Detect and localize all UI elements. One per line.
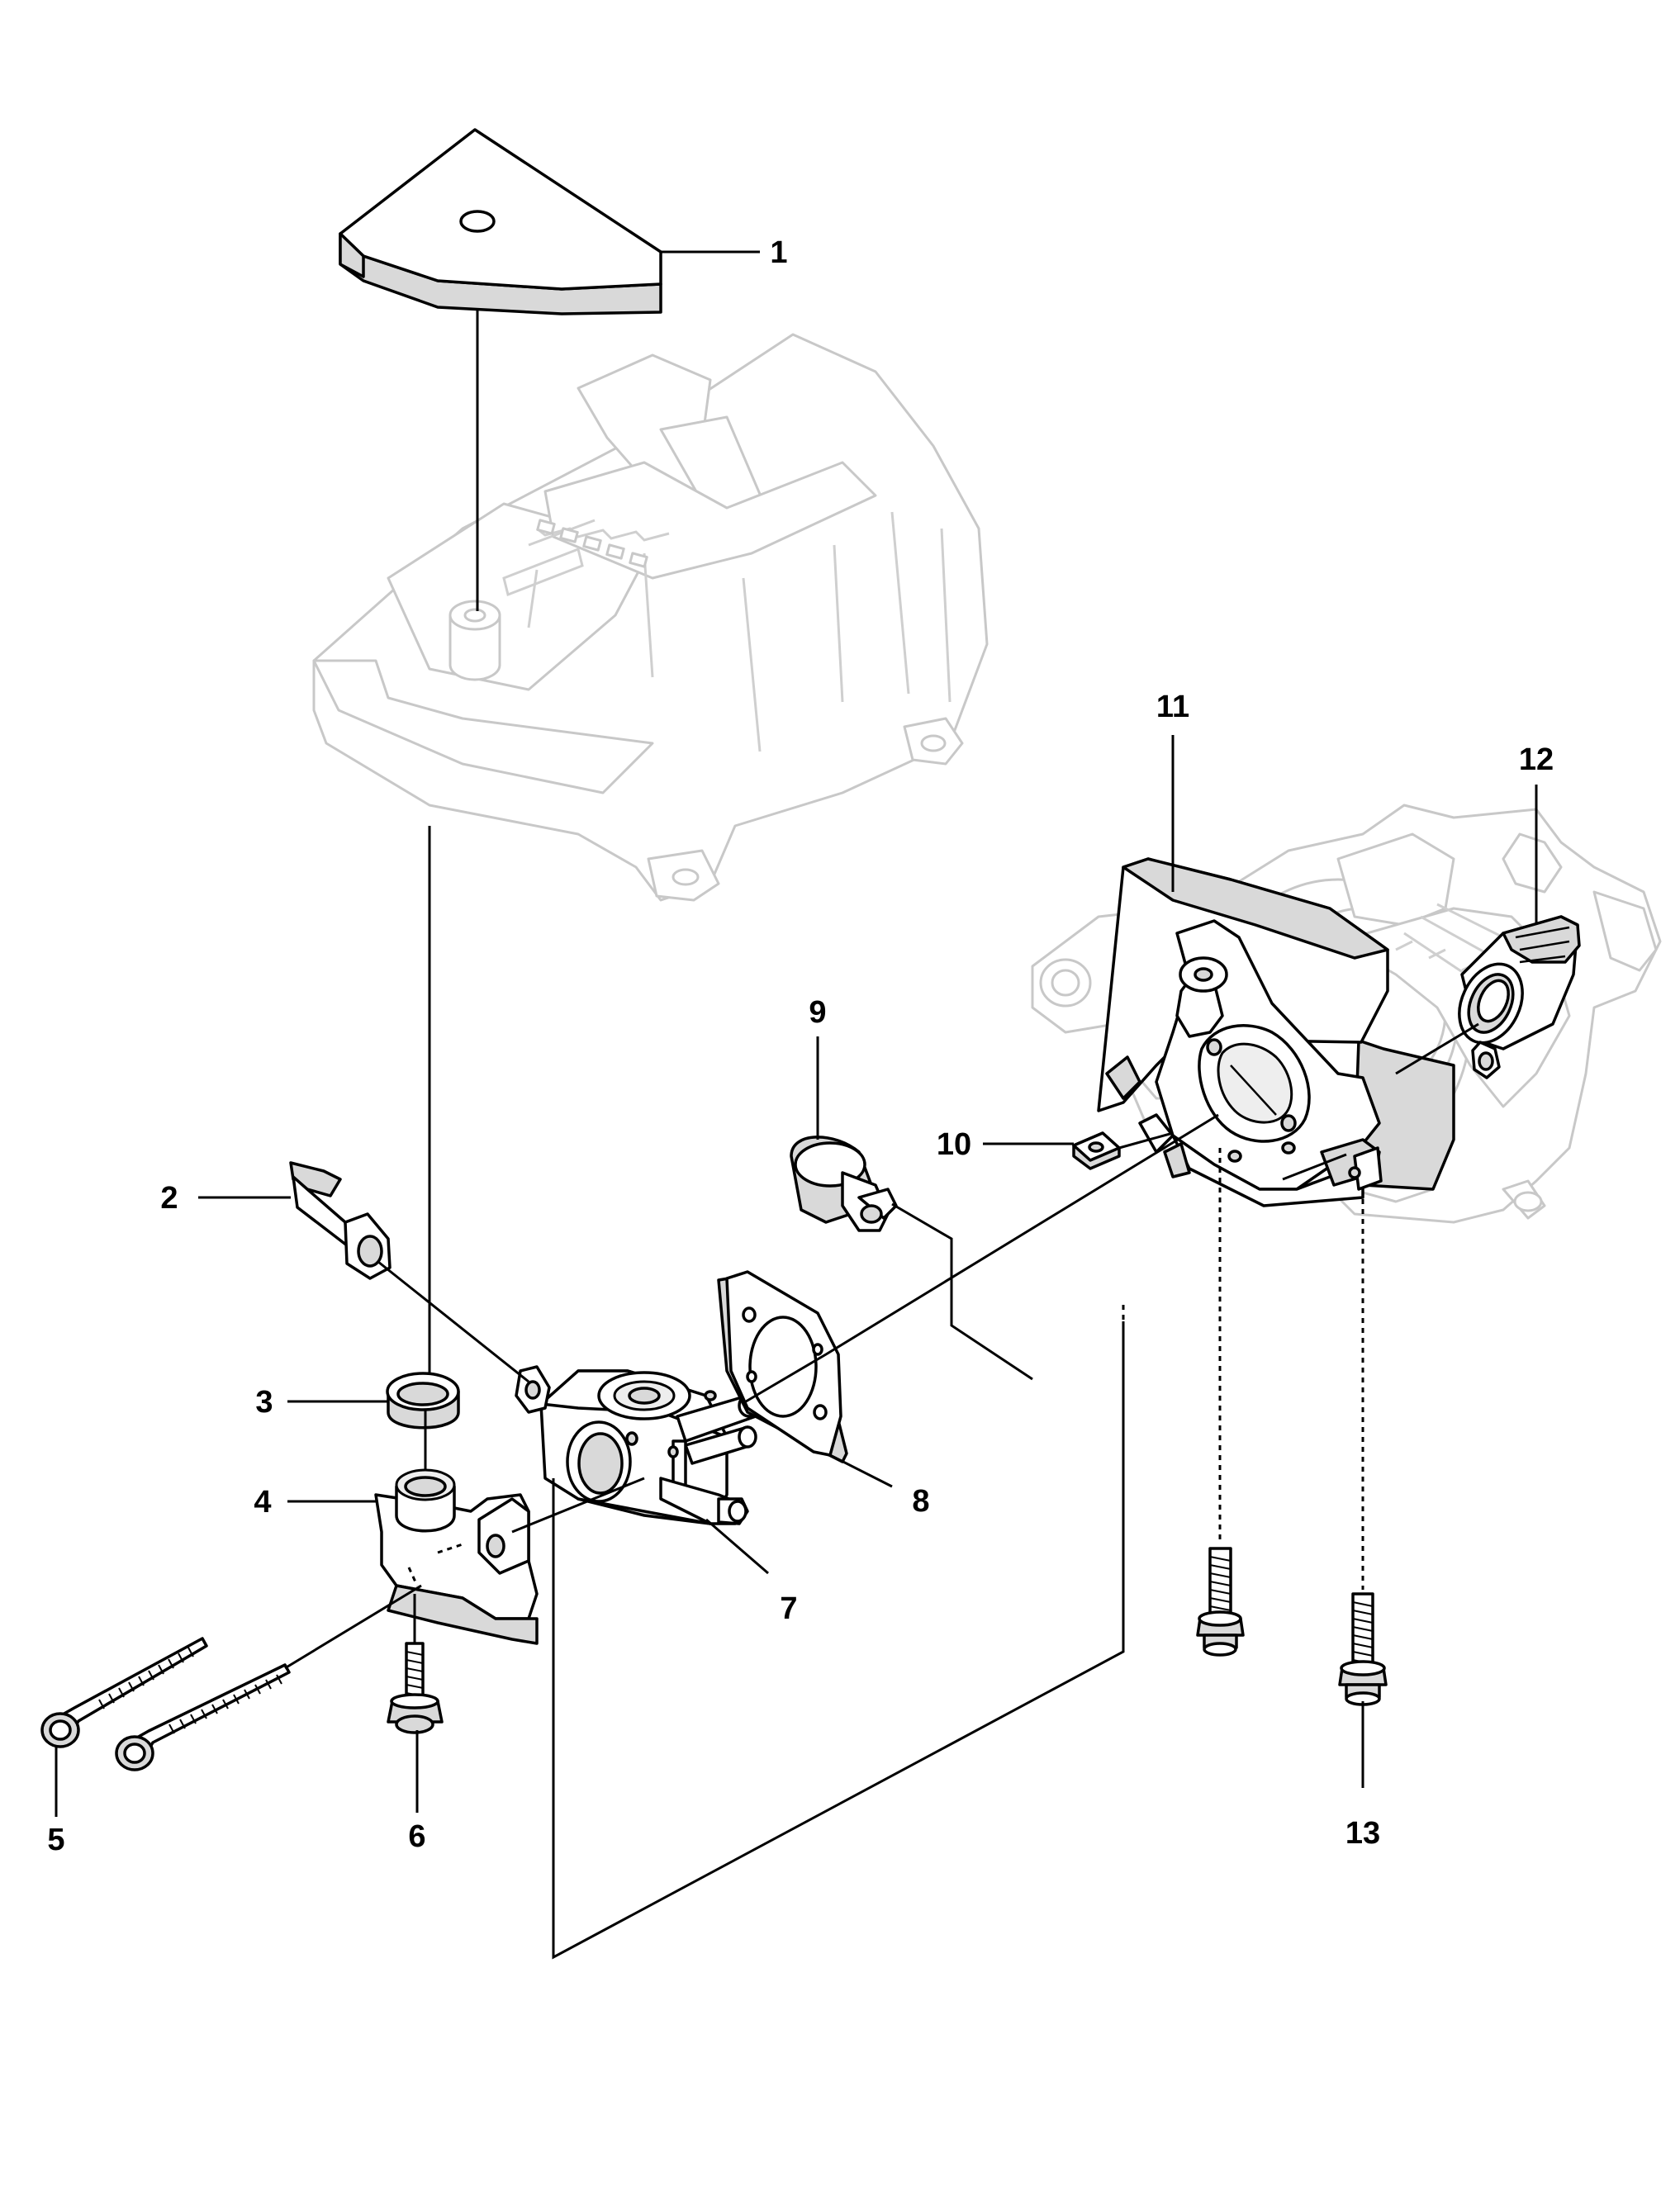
part-1-filter-cover xyxy=(339,128,662,315)
callout-leaders xyxy=(55,250,1538,1817)
callout-8: 8 xyxy=(912,1484,929,1519)
part-7-carburettor xyxy=(515,1365,761,1525)
callout-11: 11 xyxy=(1156,690,1189,724)
callout-12: 12 xyxy=(1519,742,1554,777)
part-11-intake-adapter xyxy=(1097,857,1455,1207)
part-9-primer-bulb xyxy=(790,1136,898,1232)
callout-10: 10 xyxy=(937,1127,971,1162)
part-3-seal-ring xyxy=(386,1372,460,1430)
callout-13: 13 xyxy=(1345,1816,1380,1851)
callout-3: 3 xyxy=(255,1385,273,1420)
part-4-intake-bracket xyxy=(374,1468,539,1645)
callout-2: 2 xyxy=(160,1181,178,1216)
part-5-long-screws xyxy=(40,1637,291,1771)
callout-5: 5 xyxy=(47,1823,64,1857)
part-8-gasket xyxy=(717,1270,848,1463)
part-12-intake-boot xyxy=(1458,915,1581,1079)
callout-7: 7 xyxy=(780,1591,797,1626)
part-6-short-screw xyxy=(387,1642,444,1734)
ghost-engine-cover xyxy=(312,333,989,902)
part-13-bolts xyxy=(1196,1547,1388,1706)
assembly-lines xyxy=(284,311,1479,1960)
callout-labels: 1 2 3 4 5 6 7 8 9 10 11 12 13 xyxy=(47,235,1554,1857)
part-2-choke-lever xyxy=(289,1161,392,1280)
callout-9: 9 xyxy=(809,995,826,1030)
callout-6: 6 xyxy=(408,1819,425,1854)
callout-4: 4 xyxy=(254,1485,271,1520)
callout-1: 1 xyxy=(770,235,787,270)
